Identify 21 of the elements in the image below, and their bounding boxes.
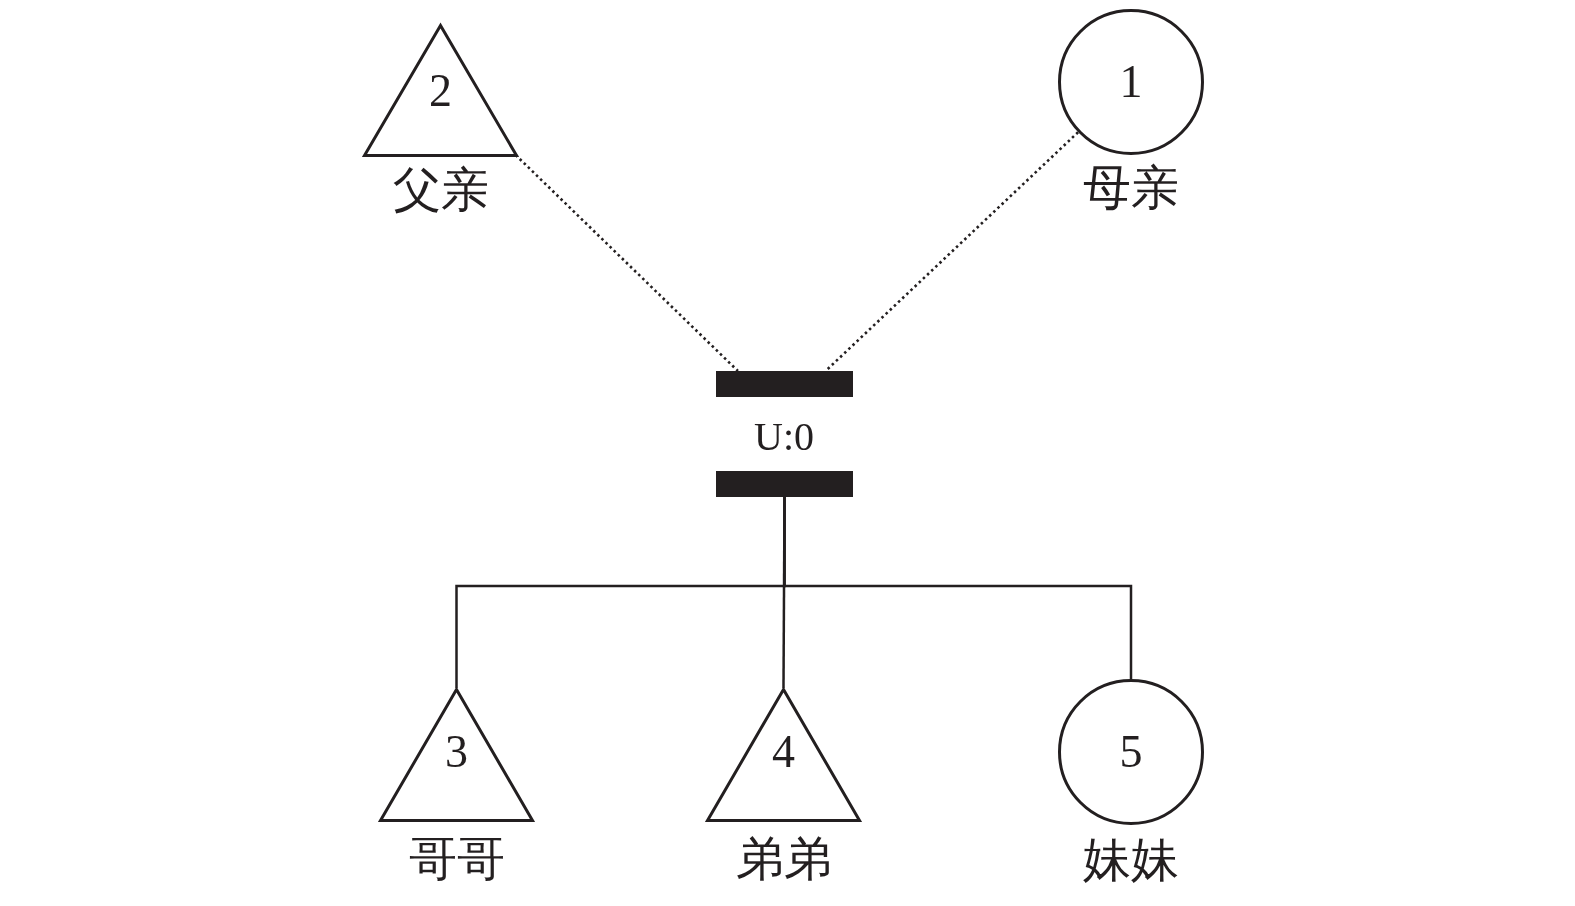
- kinship-label: 妹妹: [1083, 835, 1179, 886]
- union-bar: [716, 471, 853, 497]
- person-number: 4: [772, 729, 795, 776]
- kinship-label: 哥哥: [408, 834, 505, 885]
- union-label: U:0: [754, 417, 814, 457]
- kinship-label: 母亲: [1083, 163, 1179, 214]
- person-number: 1: [1119, 59, 1143, 105]
- descent-line: [783, 497, 1133, 679]
- person-number: 2: [429, 67, 452, 114]
- dotted-line: [514, 154, 739, 372]
- circle-symbol: [1058, 679, 1204, 825]
- kinship-label: 父亲: [392, 165, 489, 216]
- triangle-symbol: [379, 688, 534, 822]
- person-number: 3: [445, 729, 468, 776]
- triangle-symbol: [363, 24, 518, 157]
- circle-symbol: [1058, 9, 1204, 155]
- kinship-label: 弟弟: [735, 834, 832, 885]
- person-number: 5: [1119, 729, 1143, 775]
- union-bar: [716, 371, 853, 397]
- dotted-line: [824, 131, 1079, 372]
- triangle-symbol: [706, 688, 861, 822]
